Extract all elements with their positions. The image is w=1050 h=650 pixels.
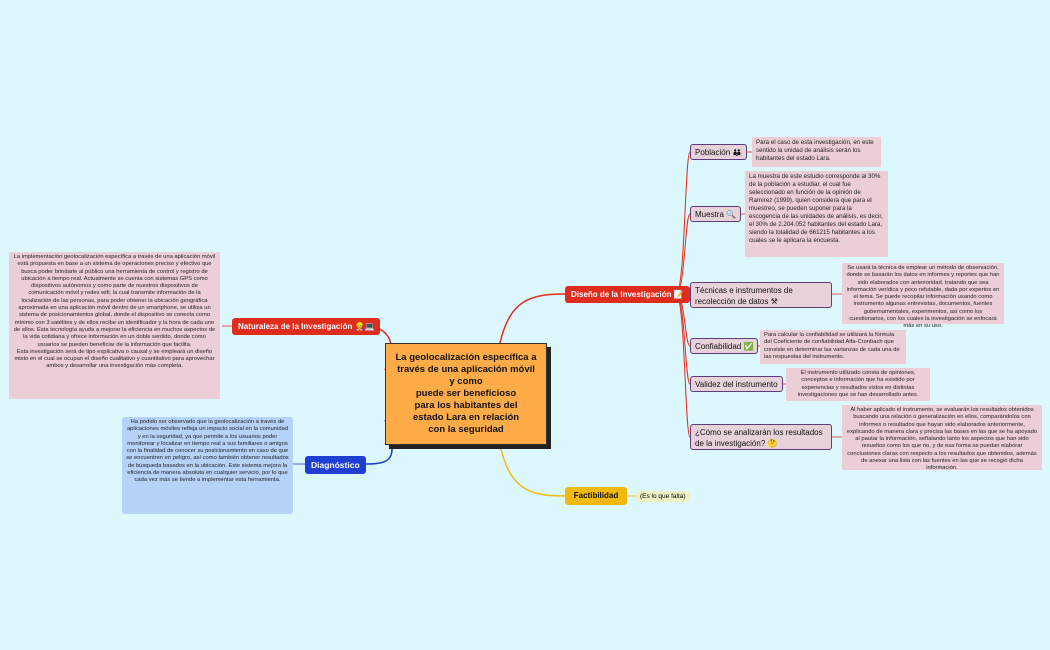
family-icon: 👪 — [732, 148, 743, 157]
note-poblacion: Para el caso de esta investigación, en e… — [752, 137, 881, 167]
note-diagnostico-text: Ha podido ser observado que la geolocali… — [126, 419, 289, 484]
memo-icon: 📝 — [673, 290, 684, 299]
central-topic[interactable]: La geolocalización específica a través d… — [385, 343, 547, 445]
tools-icon: ⚒ — [770, 297, 778, 306]
note-poblacion-text: Para el caso de esta investigación, en e… — [756, 139, 874, 162]
note-diagnostico: Ha podido ser observado que la geolocali… — [122, 417, 293, 514]
branch-diagnostico-label: Diagnóstico — [311, 460, 360, 470]
thinking-face-icon: 🤔 — [767, 439, 778, 448]
note-muestra: La muestra de este estudio corresponde a… — [745, 171, 888, 257]
branch-factibilidad-label: Factibilidad — [573, 491, 619, 500]
note-confiabilidad-text: Para calcular la confiabilidad se utiliz… — [764, 332, 900, 360]
note-confiabilidad: Para calcular la confiabilidad se utiliz… — [760, 330, 906, 364]
branch-diagnostico[interactable]: Diagnóstico — [305, 456, 366, 474]
sub-tecnicas[interactable]: Técnicas e instrumentos de recolección d… — [690, 282, 832, 308]
note-factibilidad: (Es lo que falta) — [636, 491, 690, 502]
sub-validez-label: Validez del instrumento — [695, 380, 778, 389]
note-tecnicas-text: Se usará la técnica de emplear un método… — [846, 265, 1000, 330]
note-factibilidad-text: (Es lo que falta) — [640, 493, 686, 500]
branch-naturaleza[interactable]: Naturaleza de la Investigación 👷💻 — [232, 318, 381, 335]
check-icon: ✅ — [743, 342, 754, 351]
sub-poblacion-label: Población — [695, 148, 731, 157]
branch-factibilidad[interactable]: Factibilidad — [565, 487, 627, 505]
note-validez-text: El instrumento utilizado consta de opini… — [797, 370, 919, 398]
worker-laptop-icon: 👷💻 — [354, 322, 375, 331]
note-analisis-text: Al haber aplicado el instrumento, se eva… — [846, 407, 1038, 472]
sub-muestra[interactable]: Muestra 🔍 — [690, 206, 742, 222]
note-validez: El instrumento utilizado consta de opini… — [786, 368, 930, 401]
sub-muestra-label: Muestra — [695, 210, 724, 219]
sub-confiabilidad-label: Confiabilidad — [695, 342, 742, 351]
sub-analisis-label: ¿Cómo se analizarán los resultados de la… — [695, 428, 823, 448]
note-naturaleza: La implementación geolocalización especí… — [9, 252, 220, 399]
magnifier-icon: 🔍 — [726, 210, 737, 219]
sub-analisis[interactable]: ¿Cómo se analizarán los resultados de la… — [690, 424, 832, 450]
branch-naturaleza-label: Naturaleza de la Investigación — [238, 322, 353, 331]
sub-tecnicas-label: Técnicas e instrumentos de recolección d… — [695, 286, 793, 306]
branch-diseno-label: Diseño de la Investigación — [571, 290, 672, 299]
note-analisis: Al haber aplicado el instrumento, se eva… — [842, 405, 1042, 472]
note-tecnicas: Se usará la técnica de emplear un método… — [842, 263, 1004, 329]
sub-validez[interactable]: Validez del instrumento — [690, 376, 783, 392]
branch-diseno[interactable]: Diseño de la Investigación 📝 — [565, 286, 690, 303]
note-muestra-text: La muestra de este estudio corresponde a… — [749, 173, 883, 244]
sub-confiabilidad[interactable]: Confiabilidad ✅ — [690, 338, 759, 354]
note-naturaleza-text: La implementación geolocalización especí… — [13, 254, 216, 370]
sub-poblacion[interactable]: Población 👪 — [690, 144, 748, 160]
